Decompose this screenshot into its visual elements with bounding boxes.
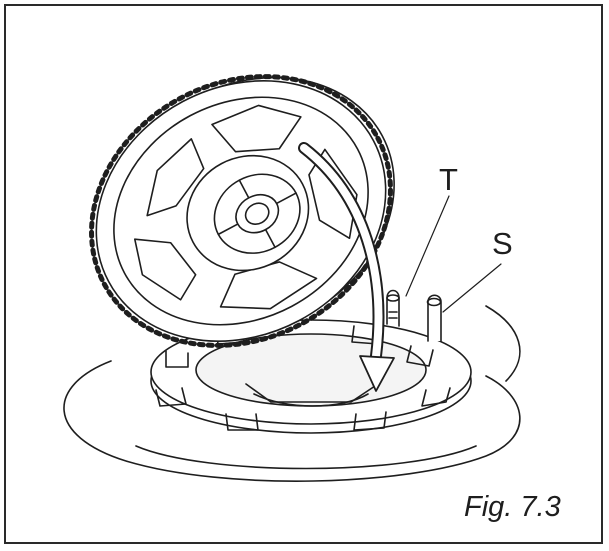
illustration: [63, 74, 521, 482]
callout-leaders: [405, 195, 502, 313]
callout-label-t: T: [439, 162, 458, 197]
locating-pins: [386, 289, 442, 342]
rotation-arrow: [298, 142, 395, 392]
figure-frame: T S Fig. 7.3: [4, 4, 603, 544]
wheel-assembly: [89, 74, 395, 348]
floor-outlines: [63, 305, 521, 482]
callout-label-s: S: [492, 226, 513, 261]
figure-caption: Fig. 7.3: [464, 491, 561, 523]
